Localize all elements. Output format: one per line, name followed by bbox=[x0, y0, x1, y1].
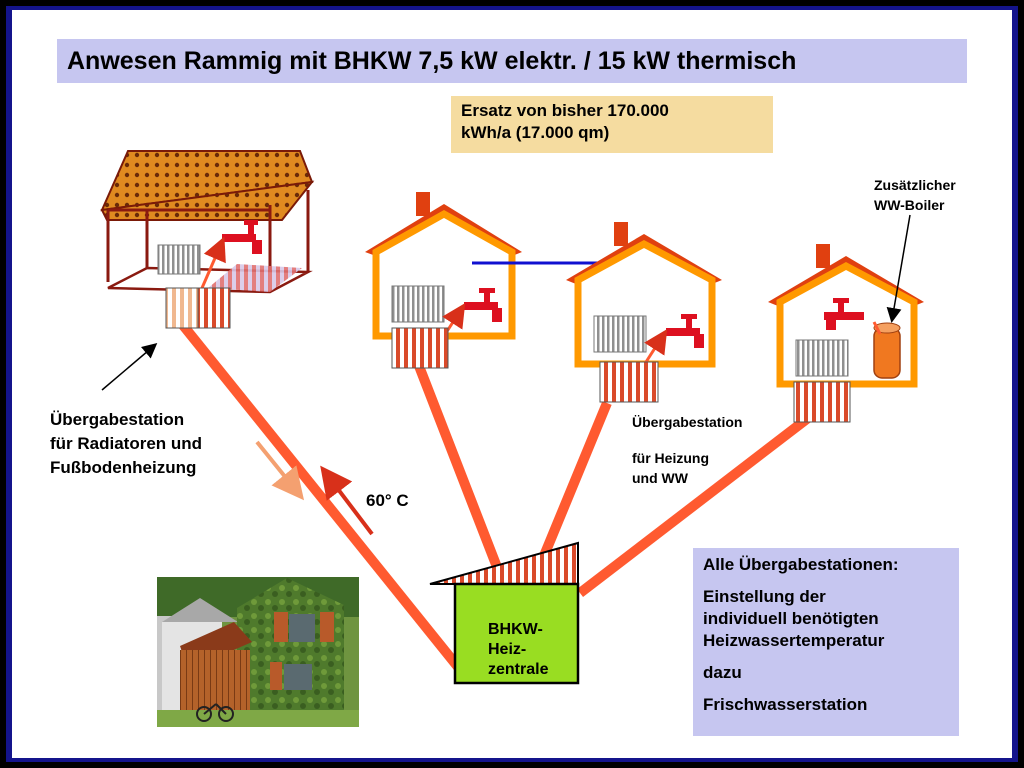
info-line-5: Frischwasserstation bbox=[703, 695, 868, 714]
supply-temperature-label: 60° C bbox=[366, 491, 409, 510]
bhkw-line-3: zentrale bbox=[488, 661, 549, 678]
slide: Anwesen Rammig mit BHKW 7,5 kW elektr. /… bbox=[12, 10, 1012, 758]
radiator-icon bbox=[593, 315, 647, 353]
info-heading: Alle Übergabestationen: bbox=[703, 555, 899, 574]
house-3 bbox=[566, 222, 722, 403]
station-left-line-2: für Radiatoren und bbox=[50, 434, 203, 453]
water-tap-icon bbox=[464, 288, 502, 322]
replacement-line-1: Ersatz von bisher 170.000 bbox=[461, 101, 669, 120]
station-pointer-arrow bbox=[101, 343, 158, 391]
station-label-heating-title: Übergabestation bbox=[632, 414, 743, 430]
transfer-station-icon bbox=[793, 381, 851, 423]
replacement-line-2: kWh/a (17.000 qm) bbox=[461, 123, 610, 142]
building-photo bbox=[157, 577, 359, 727]
bhkw-line-1: BHKW- bbox=[488, 621, 543, 638]
info-line-1: Einstellung der bbox=[703, 587, 826, 606]
radiator-icon bbox=[795, 339, 849, 377]
bhkw-central bbox=[429, 541, 580, 685]
page-title: Anwesen Rammig mit BHKW 7,5 kW elektr. /… bbox=[57, 39, 967, 83]
hot-water-arrow bbox=[200, 236, 226, 289]
info-line-2: individuell benötigten bbox=[703, 609, 879, 628]
boiler-pointer-arrow bbox=[886, 214, 911, 323]
station-left-line-1: Übergabestation bbox=[50, 410, 185, 429]
station-label-heating: für Heizung und WW bbox=[632, 448, 709, 488]
boiler-label-line-1: Zusätzlicher bbox=[874, 177, 956, 193]
water-tap-icon bbox=[222, 220, 262, 254]
transfer-station-icon bbox=[391, 327, 449, 369]
house-2 bbox=[365, 192, 522, 369]
water-tap-icon bbox=[824, 298, 864, 330]
station-right-line-2: für Heizung bbox=[632, 450, 709, 466]
station-label-radiators: Übergabestation für Radiatoren und Fußbo… bbox=[50, 408, 202, 480]
radiator-icon bbox=[391, 285, 445, 323]
supply-flow-arrow bbox=[320, 465, 374, 536]
replacement-note: Ersatz von bisher 170.000 kWh/a (17.000 … bbox=[451, 96, 773, 153]
station-right-line-3: und WW bbox=[632, 470, 688, 486]
hot-water-boiler-icon bbox=[873, 322, 901, 379]
transfer-station-icon bbox=[599, 361, 659, 403]
bhkw-label: BHKW- Heiz- zentrale bbox=[488, 620, 548, 680]
bhkw-line-2: Heiz- bbox=[488, 641, 527, 658]
info-box: Alle Übergabestationen: Einstellung der … bbox=[693, 548, 959, 736]
boiler-label-line-2: WW-Boiler bbox=[874, 197, 945, 213]
info-line-4: dazu bbox=[703, 663, 742, 682]
house-4 bbox=[768, 244, 924, 423]
boiler-label: Zusätzlicher WW-Boiler bbox=[874, 175, 956, 215]
heating-network-diagram bbox=[100, 150, 924, 727]
return-flow-arrow bbox=[255, 440, 305, 501]
water-tap-icon bbox=[666, 314, 704, 348]
station-left-line-3: Fußbodenheizung bbox=[50, 458, 197, 477]
house-large bbox=[100, 150, 315, 294]
radiator-icon bbox=[157, 244, 201, 275]
info-line-3: Heizwassertemperatur bbox=[703, 631, 885, 650]
